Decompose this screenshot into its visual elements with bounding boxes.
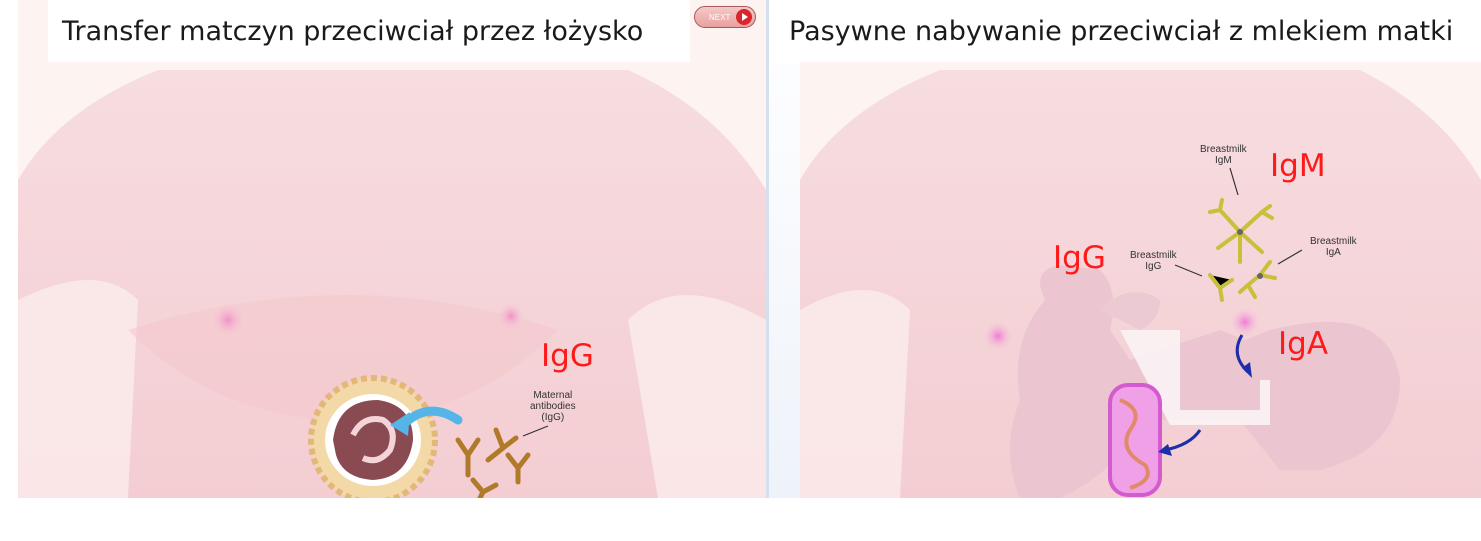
intestine-icon bbox=[1108, 383, 1162, 497]
placenta-fetus-icon bbox=[308, 375, 438, 498]
igg-antibody-icon bbox=[1208, 273, 1234, 302]
igg-label-right: IgG bbox=[1053, 240, 1106, 276]
right-title: Pasywne nabywanie przeciwciał z mlekiem … bbox=[789, 15, 1454, 47]
left-title: Transfer matczyn przeciwciał przez łożys… bbox=[62, 15, 644, 47]
panel-divider bbox=[766, 0, 800, 498]
igg-antibody-icons bbox=[455, 427, 531, 498]
maternal-body-illustration bbox=[18, 0, 766, 498]
play-arrow-icon bbox=[736, 9, 752, 25]
nipple-left bbox=[982, 320, 1014, 352]
igm-pentamer-icon bbox=[1208, 198, 1274, 264]
next-button-label: NEXT bbox=[709, 12, 731, 22]
right-title-box: Pasywne nabywanie przeciwciał z mlekiem … bbox=[775, 0, 1481, 62]
nipple-left bbox=[210, 302, 246, 338]
placenta-transfer-panel: Maternal antibodies (IgG) IgG bbox=[18, 0, 766, 498]
nipple-right bbox=[1229, 306, 1261, 338]
left-title-box: Transfer matczyn przeciwciał przez łożys… bbox=[48, 0, 690, 62]
next-button[interactable]: NEXT bbox=[694, 6, 756, 28]
nipple-right bbox=[496, 301, 526, 331]
igg-label-left: IgG bbox=[541, 338, 594, 374]
breastfeeding-illustration bbox=[800, 0, 1481, 498]
maternal-antibodies-label: Maternal antibodies (IgG) bbox=[530, 390, 576, 423]
igm-label: IgM bbox=[1270, 148, 1326, 184]
iga-label: IgA bbox=[1278, 326, 1329, 362]
